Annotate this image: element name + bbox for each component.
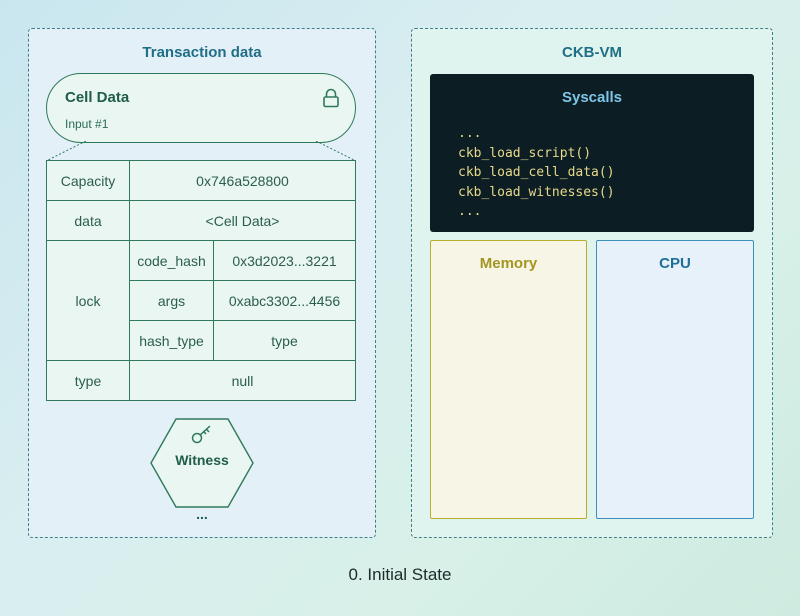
transaction-data-title: Transaction data (142, 44, 262, 61)
lock-label: lock (46, 240, 130, 361)
memory-box: Memory (430, 240, 587, 519)
args-label: args (129, 280, 214, 321)
table-row-type: type null (46, 360, 356, 401)
witness-label: Witness (175, 452, 229, 468)
capacity-label: Capacity (46, 160, 130, 201)
memory-title: Memory (479, 255, 538, 272)
cell-data-title: Cell Data (65, 89, 130, 106)
key-icon (191, 425, 211, 444)
lock-icon (323, 88, 339, 108)
data-label: data (46, 200, 130, 241)
table-row-data: data <Cell Data> (46, 200, 356, 241)
cell-fields-table: Capacity 0x746a528800 data <Cell Data> l… (46, 160, 356, 401)
syscall-line: ckb_load_witnesses() (458, 184, 615, 200)
cell-data-card: Cell Data Input #1 (46, 73, 356, 143)
code-hash-value: 0x3d2023...3221 (213, 240, 356, 281)
more-witnesses-ellipsis: ... (196, 506, 208, 522)
syscall-line: ... (458, 204, 482, 219)
table-row-lock-args: args 0xabc3302...4456 (47, 280, 356, 321)
syscalls-box: Syscalls ... ckb_load_script() ckb_load_… (430, 74, 754, 232)
table-row-capacity: Capacity 0x746a528800 (46, 160, 356, 201)
state-caption: 0. Initial State (348, 565, 452, 584)
syscall-line: ckb_load_script() (458, 145, 592, 161)
syscall-list: ... ckb_load_script() ckb_load_cell_data… (458, 124, 615, 222)
type-value: null (129, 360, 356, 401)
syscall-line: ckb_load_cell_data() (458, 165, 615, 180)
data-value: <Cell Data> (129, 200, 356, 241)
capacity-value: 0x746a528800 (129, 160, 356, 201)
type-label: type (46, 360, 130, 401)
syscalls-title: Syscalls (561, 89, 623, 106)
hash-type-label: hash_type (129, 320, 214, 361)
cell-data-subtitle: Input #1 (65, 117, 109, 131)
code-hash-label: code_hash (129, 240, 214, 281)
cpu-box: CPU (596, 240, 754, 519)
syscall-line: ... (458, 126, 482, 141)
table-row-lock-hash-type: hash_type type (47, 320, 356, 361)
ckb-vm-title: CKB-VM (562, 44, 622, 61)
cell-connector-lines (47, 141, 355, 161)
hash-type-value: type (213, 320, 356, 361)
cpu-title: CPU (659, 255, 691, 272)
witness-hexagon (150, 418, 254, 508)
table-row-lock-code-hash: lock code_hash 0x3d2023...3221 (46, 240, 356, 361)
args-value: 0xabc3302...4456 (213, 280, 356, 321)
